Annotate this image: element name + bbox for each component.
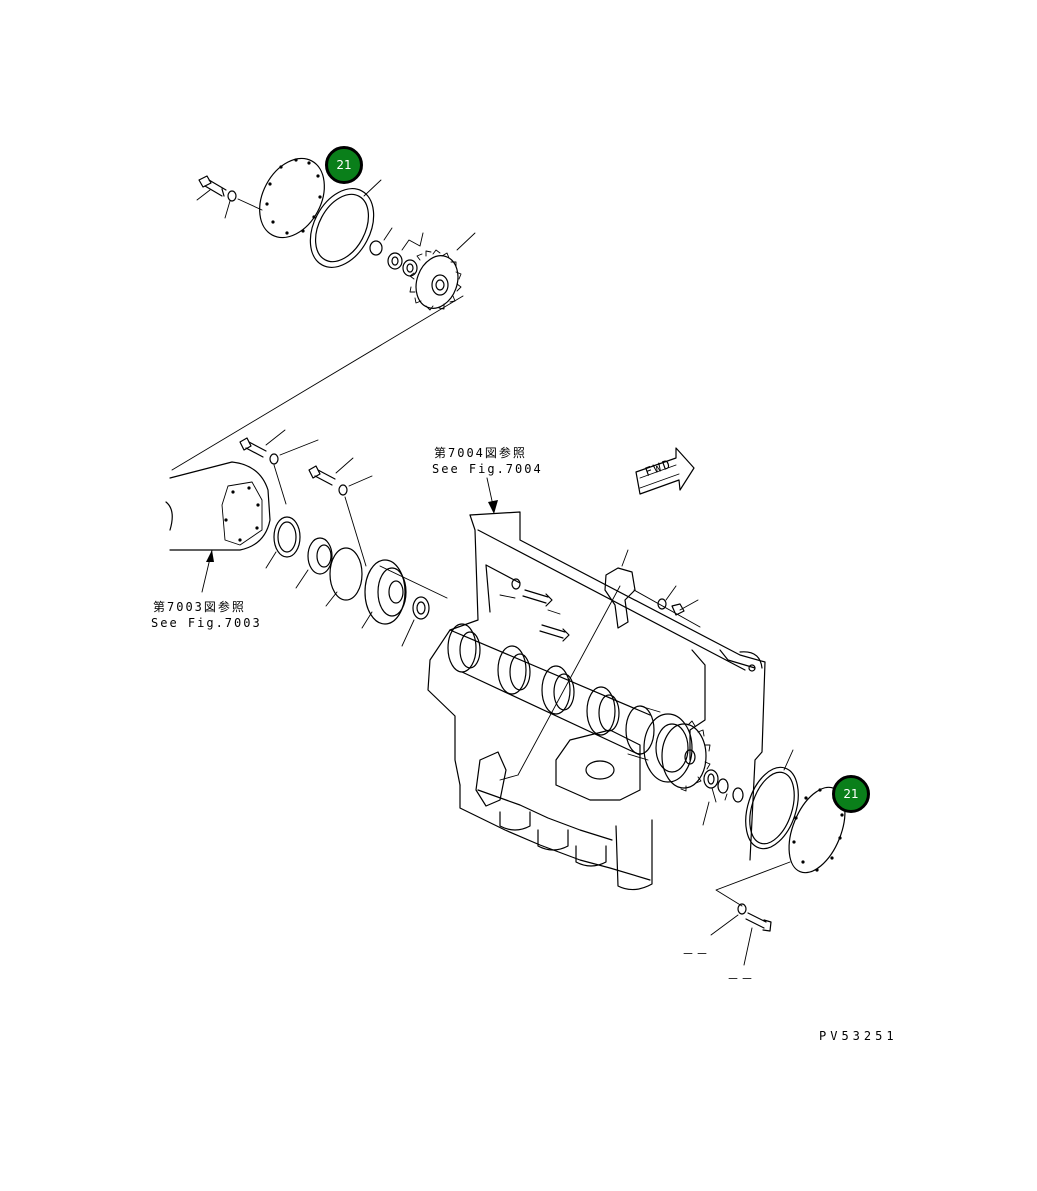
rear-bolt (710, 861, 791, 966)
callout-badge-bottom[interactable]: 21 (832, 775, 870, 813)
dash-mark-left: －－ (682, 947, 711, 961)
cover-gasket-top (309, 179, 382, 268)
gear-right (643, 713, 711, 792)
fig7004-ref-jp: 第7004図参照 (434, 446, 527, 460)
front-cover-group (171, 157, 476, 471)
drawing-code: PV53251 (819, 1029, 898, 1043)
fig7004-leader (486, 477, 498, 514)
washer-left (401, 596, 430, 647)
fig7003-leader (201, 549, 214, 593)
callout-badge-top[interactable]: 21 (325, 146, 363, 184)
cover-bolt-top (196, 175, 227, 201)
retainer-set-top (369, 227, 424, 277)
rear-gasket (745, 749, 799, 850)
fig7003-ref-en: See Fig.7003 (151, 616, 262, 630)
left-bolt-a (239, 429, 319, 505)
bearing-left (295, 537, 333, 589)
rear-washers (702, 769, 744, 826)
housing-bolts (511, 578, 699, 642)
cover-plate-top (259, 157, 325, 239)
dash-mark-right: －－ (727, 972, 756, 986)
o-ring-left (325, 547, 363, 607)
sprocket-top (171, 232, 476, 471)
seal-ring-left (265, 516, 301, 569)
left-housing-group (165, 429, 448, 647)
left-bolt-b (308, 457, 373, 567)
camshaft (447, 623, 661, 761)
lower-body (459, 729, 653, 891)
fwd-arrow-icon (635, 447, 695, 495)
fig7004-ref-en: See Fig.7004 (432, 462, 543, 476)
rocker-bracket (517, 549, 701, 776)
camshaft-housing (427, 477, 766, 891)
cover-washer-top (224, 190, 263, 219)
flange-left (361, 559, 407, 629)
rear-cover-group (643, 713, 846, 966)
fig7003-ref-jp: 第7003図参照 (153, 600, 246, 614)
